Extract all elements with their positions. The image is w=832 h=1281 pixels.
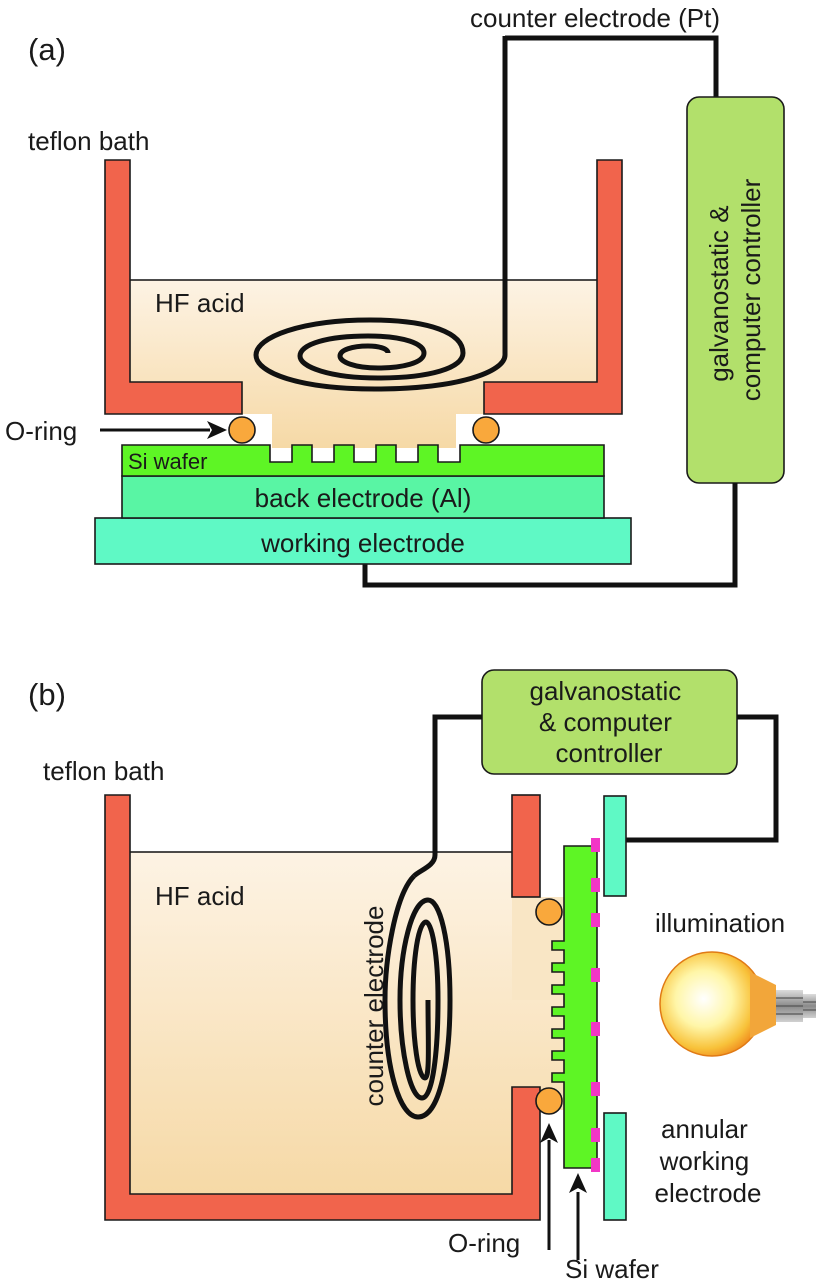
working-electrode-a <box>94 517 632 565</box>
annular-label-line1: annular <box>661 1114 748 1144</box>
controller-label-b-line2: & computer <box>539 707 672 737</box>
illumination-lamp-icon <box>659 951 816 1057</box>
controller-box-b <box>481 669 738 775</box>
teflon-bath-b <box>104 794 541 1221</box>
controller-label-a: galvanostatic & computer controller <box>704 178 766 401</box>
back-electrode-a <box>121 475 605 519</box>
o-ring-right-a <box>472 416 500 444</box>
annular-working-electrode-top-b <box>603 795 627 897</box>
contact-pad-b <box>591 838 600 852</box>
working-electrode-label-a: working electrode <box>260 528 465 558</box>
si-wafer-arrowhead-b <box>569 1173 587 1193</box>
illumination-label-b: illumination <box>655 908 785 938</box>
hf-acid-label-a: HF acid <box>155 288 245 318</box>
counter-electrode-wire-b <box>412 714 482 878</box>
contact-pad-b <box>591 1082 600 1096</box>
contact-pad-b <box>591 1128 600 1142</box>
counter-electrode-spiral-b <box>382 874 453 1120</box>
panel-a: (a) teflon bath HF acid counter electrod… <box>5 3 785 588</box>
teflon-bath-upper-wall-b <box>511 794 541 898</box>
o-ring-upper-b <box>535 898 563 926</box>
contact-pad-b <box>591 1158 600 1172</box>
back-electrode-label-a: back electrode (Al) <box>255 483 472 513</box>
controller-label-b-line1: galvanostatic <box>530 676 682 706</box>
contact-pad-b <box>591 1022 600 1036</box>
teflon-bath-label-a: teflon bath <box>28 126 149 156</box>
counter-electrode-label-b: counter electrode <box>359 906 389 1107</box>
contact-pad-b <box>591 968 600 982</box>
annular-working-electrode-bottom-b <box>603 1112 627 1221</box>
panel-b: (b) teflon bath HF acid galvanostatic & … <box>28 669 816 1281</box>
counter-electrode-wire-a <box>505 35 719 100</box>
o-ring-label-a: O-ring <box>5 416 77 446</box>
controller-label-b-line3: controller <box>556 738 663 768</box>
panel-a-label: (a) <box>28 32 66 67</box>
return-wire-a <box>362 483 738 588</box>
si-wafer-label-b: Si wafer <box>565 1254 659 1281</box>
contact-pad-b <box>591 913 600 927</box>
controller-label-a-line2: computer controller <box>736 178 766 401</box>
o-ring-arrowhead-a <box>207 421 227 439</box>
o-ring-lower-b <box>535 1087 563 1115</box>
counter-electrode-label-a: counter electrode (Pt) <box>470 3 720 33</box>
teflon-bath-right-a <box>483 159 623 415</box>
working-electrode-wire-b <box>626 714 779 843</box>
annular-working-electrode-label-b: annular working electrode <box>655 1114 762 1208</box>
o-ring-label-b: O-ring <box>448 1228 520 1258</box>
counter-electrode-spiral-a <box>253 36 508 392</box>
teflon-bath-label-b: teflon bath <box>43 756 164 786</box>
si-wafer-b <box>551 845 598 1169</box>
o-ring-arrowhead-b <box>540 1123 558 1143</box>
hf-acid-fill-a <box>130 280 597 448</box>
panel-b-label: (b) <box>28 677 66 712</box>
o-ring-left-a <box>228 416 256 444</box>
annular-label-line3: electrode <box>655 1178 762 1208</box>
si-wafer-label-a: Si wafer <box>128 449 207 474</box>
hf-acid-label-b: HF acid <box>155 881 245 911</box>
controller-label-b: galvanostatic & computer controller <box>530 676 689 768</box>
annular-label-line2: working <box>659 1146 750 1176</box>
contact-pad-b <box>591 878 600 892</box>
controller-label-a-line1: galvanostatic & <box>704 205 734 381</box>
teflon-bath-left-a <box>104 159 243 415</box>
hf-acid-fill-b <box>130 852 565 1194</box>
si-wafer-a <box>121 444 605 477</box>
